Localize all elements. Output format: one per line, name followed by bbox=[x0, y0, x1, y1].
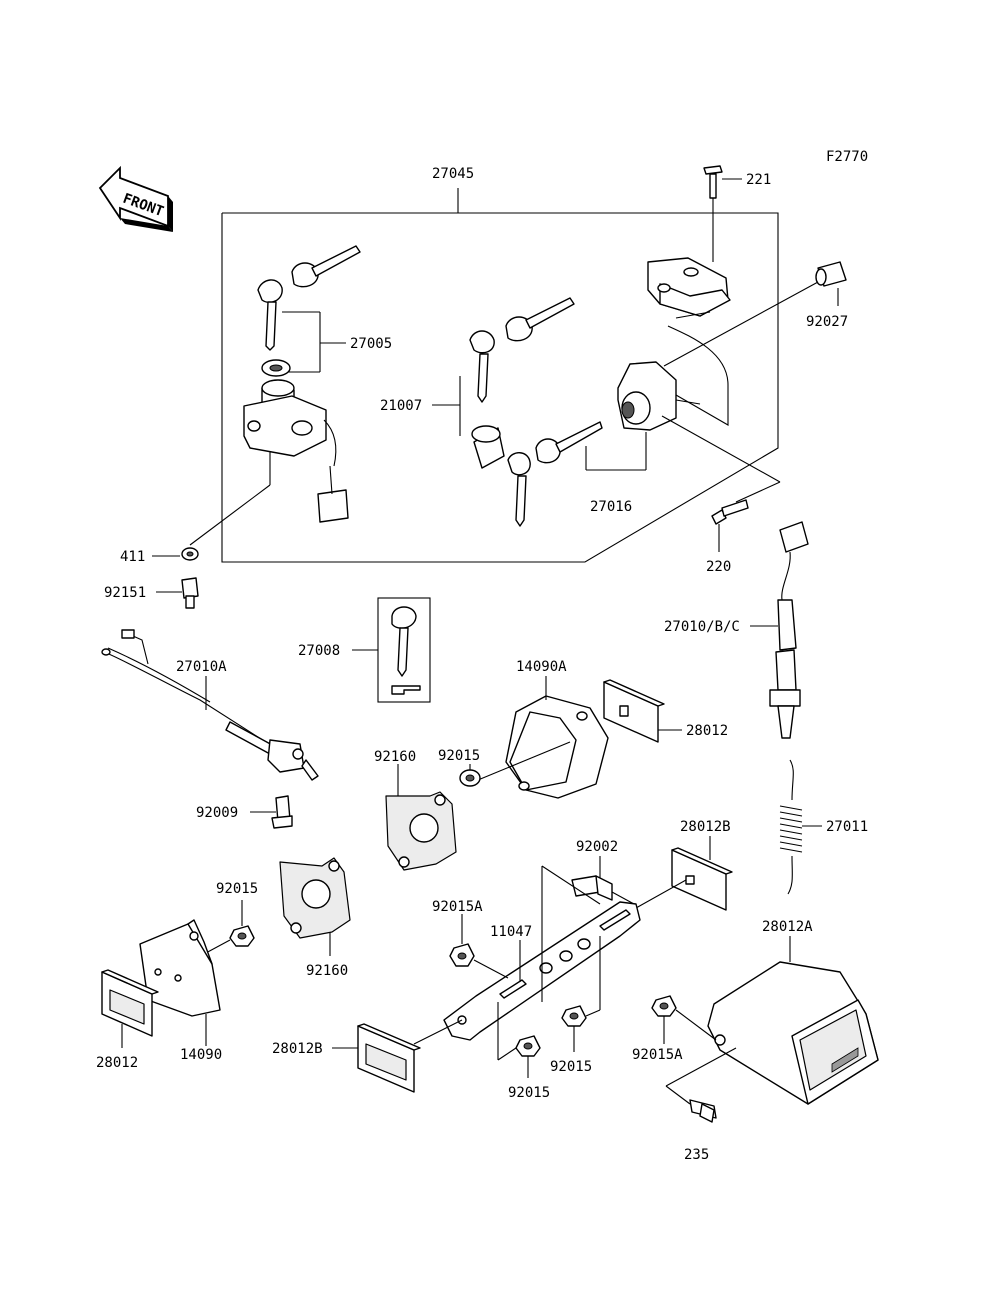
front-direction-arrow-icon: FRONT bbox=[98, 165, 173, 232]
callout-28012a: 28012A bbox=[762, 919, 813, 935]
callout-235: 235 bbox=[684, 1147, 709, 1163]
collar-92027: 92027 bbox=[663, 261, 848, 367]
callout-27008: 27008 bbox=[298, 643, 340, 659]
callout-21007: 21007 bbox=[380, 398, 422, 414]
reflector-28012b-right: 28012B bbox=[635, 819, 733, 911]
nut-92015a-right: 92015A bbox=[632, 995, 717, 1063]
reflector-28012b-left: 28012B bbox=[272, 1019, 463, 1093]
callout-27016: 27016 bbox=[590, 499, 632, 515]
screw-92009: 92009 bbox=[196, 795, 293, 829]
callout-27010-b-c: 27010/B/C bbox=[664, 619, 740, 635]
callout-27011: 27011 bbox=[826, 819, 868, 835]
callout-28012-bottom: 28012 bbox=[96, 1055, 138, 1071]
key-pair-27005: 27005 bbox=[257, 245, 392, 373]
tail-light-28012a: 28012A bbox=[707, 919, 879, 1105]
washer-411: 411 bbox=[120, 547, 199, 565]
callout-92002: 92002 bbox=[576, 839, 618, 855]
callout-27005: 27005 bbox=[350, 336, 392, 352]
callout-14090a: 14090A bbox=[516, 659, 567, 675]
callout-28012b-left: 28012B bbox=[272, 1041, 323, 1057]
callout-92015a-mid: 92015A bbox=[432, 899, 483, 915]
nut-92015-bottom-2: 92015 bbox=[550, 936, 601, 1075]
callout-92015-top: 92015 bbox=[438, 748, 480, 764]
bolt-92002: 92002 bbox=[571, 839, 635, 905]
screw-235: 235 bbox=[665, 1047, 737, 1163]
callout-27045: 27045 bbox=[432, 166, 474, 182]
nut-92015-bottom-1: 92015 bbox=[497, 1002, 550, 1101]
reflector-28012-top: 28012 bbox=[603, 679, 728, 743]
holder-14090: 14090 bbox=[139, 919, 222, 1063]
ignition-switch bbox=[189, 359, 349, 546]
reflector-28012-bottom: 28012 bbox=[96, 969, 159, 1071]
gasket-92160-bottom: 92160 bbox=[279, 857, 351, 979]
callout-411: 411 bbox=[120, 549, 145, 565]
callout-92015-bottom-1: 92015 bbox=[508, 1085, 550, 1101]
nut-92015a-mid: 92015A bbox=[432, 899, 509, 979]
key-pair-27016: 27016 bbox=[507, 421, 647, 527]
callout-92160-bottom: 92160 bbox=[306, 963, 348, 979]
lock-set-21007: 21007 bbox=[380, 297, 575, 469]
callout-14090: 14090 bbox=[180, 1047, 222, 1063]
callout-220: 220 bbox=[706, 559, 731, 575]
callout-221: 221 bbox=[746, 172, 771, 188]
nut-92015-left: 92015 bbox=[203, 881, 258, 955]
bracket-11047: 11047 bbox=[443, 865, 641, 1041]
callout-92015a-right: 92015A bbox=[632, 1047, 683, 1063]
callout-28012-top: 28012 bbox=[686, 723, 728, 739]
seat-lock-bracket bbox=[647, 257, 731, 426]
callout-92015-bottom-2: 92015 bbox=[550, 1059, 592, 1075]
screw-221: 221 bbox=[703, 165, 771, 262]
callout-92027: 92027 bbox=[806, 314, 848, 330]
callout-92151: 92151 bbox=[104, 585, 146, 601]
callout-28012b-right: 28012B bbox=[680, 819, 731, 835]
key-27008: 27008 bbox=[298, 597, 431, 703]
spring-27011: 27011 bbox=[779, 759, 868, 895]
callout-92009: 92009 bbox=[196, 805, 238, 821]
callout-92015-left: 92015 bbox=[216, 881, 258, 897]
switch-27010-b-c: 27010/B/C bbox=[664, 521, 809, 739]
callout-92160-top: 92160 bbox=[374, 749, 416, 765]
screw-220: 220 bbox=[706, 499, 749, 575]
figure-code: F2770 bbox=[826, 149, 868, 165]
ignition-kit-frame: 27045 bbox=[221, 166, 779, 563]
nut-92015-top: 92015 bbox=[438, 748, 481, 787]
callout-11047: 11047 bbox=[490, 924, 532, 940]
holder-14090a: 14090A bbox=[477, 659, 609, 799]
bolt-92151: 92151 bbox=[104, 577, 199, 609]
gasket-92160-top: 92160 bbox=[374, 749, 457, 871]
brake-switch-27010a: 27010A bbox=[101, 629, 319, 781]
callout-27010a: 27010A bbox=[176, 659, 227, 675]
seat-lock-cylinder-27016 bbox=[617, 361, 781, 503]
